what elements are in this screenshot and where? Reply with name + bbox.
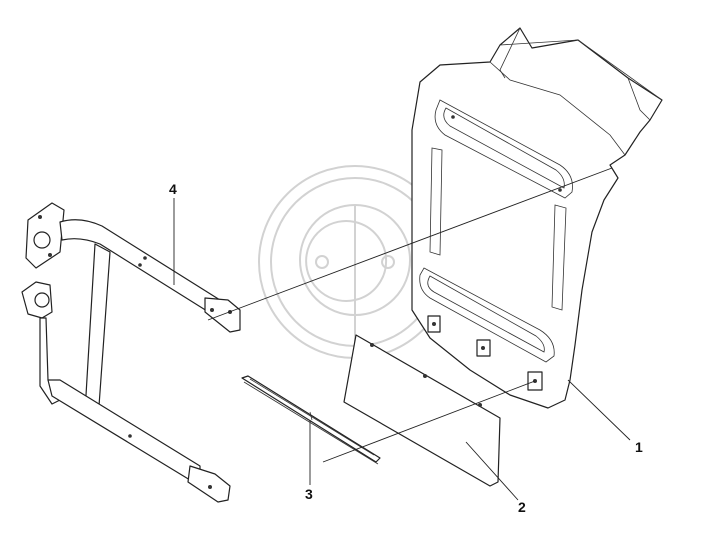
part-2-plate bbox=[343, 334, 501, 487]
leader-2 bbox=[465, 441, 519, 501]
part-1-panel bbox=[411, 27, 663, 409]
callout-1: 1 bbox=[635, 439, 643, 455]
part-3-strip bbox=[241, 375, 381, 465]
leader-strip-to-panel bbox=[322, 380, 536, 463]
part-4-frame bbox=[21, 202, 241, 503]
callout-4: 4 bbox=[169, 181, 177, 197]
leader-lines bbox=[173, 167, 631, 501]
callout-3: 3 bbox=[305, 486, 313, 502]
leader-1 bbox=[567, 379, 631, 441]
leader-frame-to-panel bbox=[207, 167, 613, 321]
callout-2: 2 bbox=[518, 499, 526, 515]
